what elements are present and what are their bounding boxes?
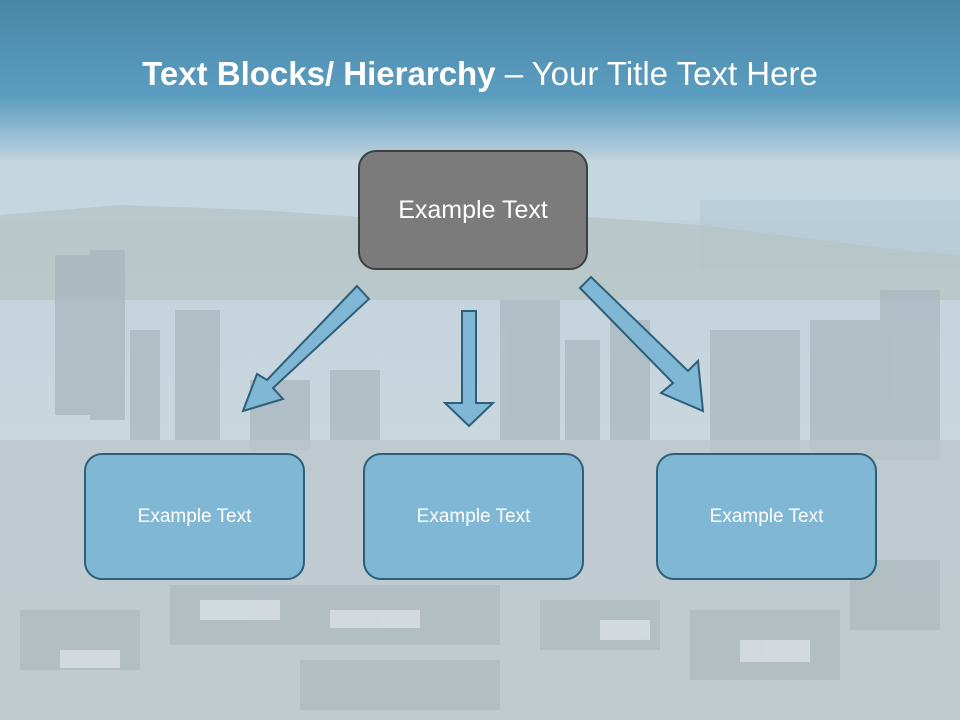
title-rest-part: Your Title Text Here <box>531 55 818 92</box>
child-box-1[interactable]: Example Text <box>84 453 305 580</box>
title-separator: – <box>495 55 532 92</box>
child-box-3[interactable]: Example Text <box>656 453 877 580</box>
arrow-right <box>578 275 705 413</box>
title-bold-part: Text Blocks/ Hierarchy <box>142 55 496 92</box>
arrow-left <box>241 284 371 413</box>
slide-title: Text Blocks/ Hierarchy – Your Title Text… <box>0 52 960 96</box>
arrow-center <box>442 310 496 428</box>
child-box-2[interactable]: Example Text <box>363 453 584 580</box>
title-band <box>0 0 960 160</box>
root-box[interactable]: Example Text <box>358 150 588 270</box>
